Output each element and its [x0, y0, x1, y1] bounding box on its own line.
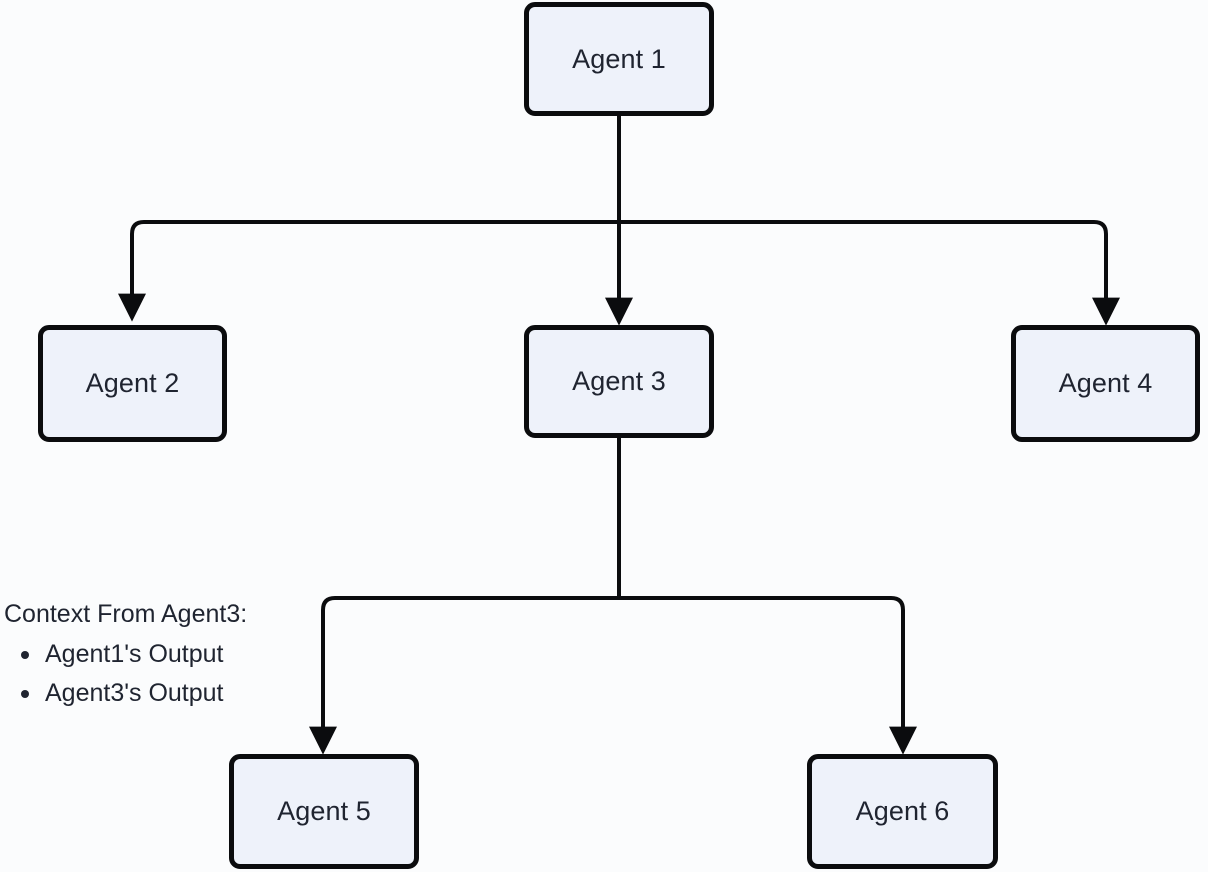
- node-agent-4[interactable]: Agent 4: [1011, 325, 1200, 442]
- bullet-icon: [21, 650, 29, 659]
- context-annotation-title: Context From Agent3:: [4, 600, 248, 628]
- bullet-icon: [21, 689, 29, 698]
- context-annotation: Context From Agent3: Agent1's Output Age…: [4, 598, 247, 713]
- context-annotation-list: Agent1's Output Agent3's Output: [4, 635, 247, 713]
- node-agent-4-label: Agent 4: [1058, 368, 1153, 398]
- node-agent-3[interactable]: Agent 3: [524, 325, 714, 438]
- node-agent-1-label: Agent 1: [572, 43, 666, 74]
- node-agent-3-label: Agent 3: [572, 366, 666, 396]
- node-agent-5[interactable]: Agent 5: [229, 754, 419, 869]
- node-agent-2[interactable]: Agent 2: [38, 325, 227, 442]
- node-agent-6[interactable]: Agent 6: [807, 754, 998, 869]
- context-annotation-item-label: Agent1's Output: [45, 640, 224, 668]
- context-annotation-item: Agent3's Output: [4, 674, 247, 713]
- context-annotation-item-label: Agent3's Output: [45, 679, 224, 707]
- edge-agent3-bar-left: [321, 596, 619, 611]
- node-agent-5-label: Agent 5: [277, 796, 371, 826]
- node-agent-6-label: Agent 6: [855, 796, 950, 826]
- edge-agent1-bar-right: [619, 220, 1108, 235]
- edge-agent1-bar-left: [130, 220, 619, 235]
- node-agent-2-label: Agent 2: [85, 368, 180, 398]
- context-annotation-item: Agent1's Output: [4, 635, 247, 674]
- edge-agent3-bar-right: [619, 596, 905, 611]
- node-agent-1[interactable]: Agent 1: [524, 2, 714, 116]
